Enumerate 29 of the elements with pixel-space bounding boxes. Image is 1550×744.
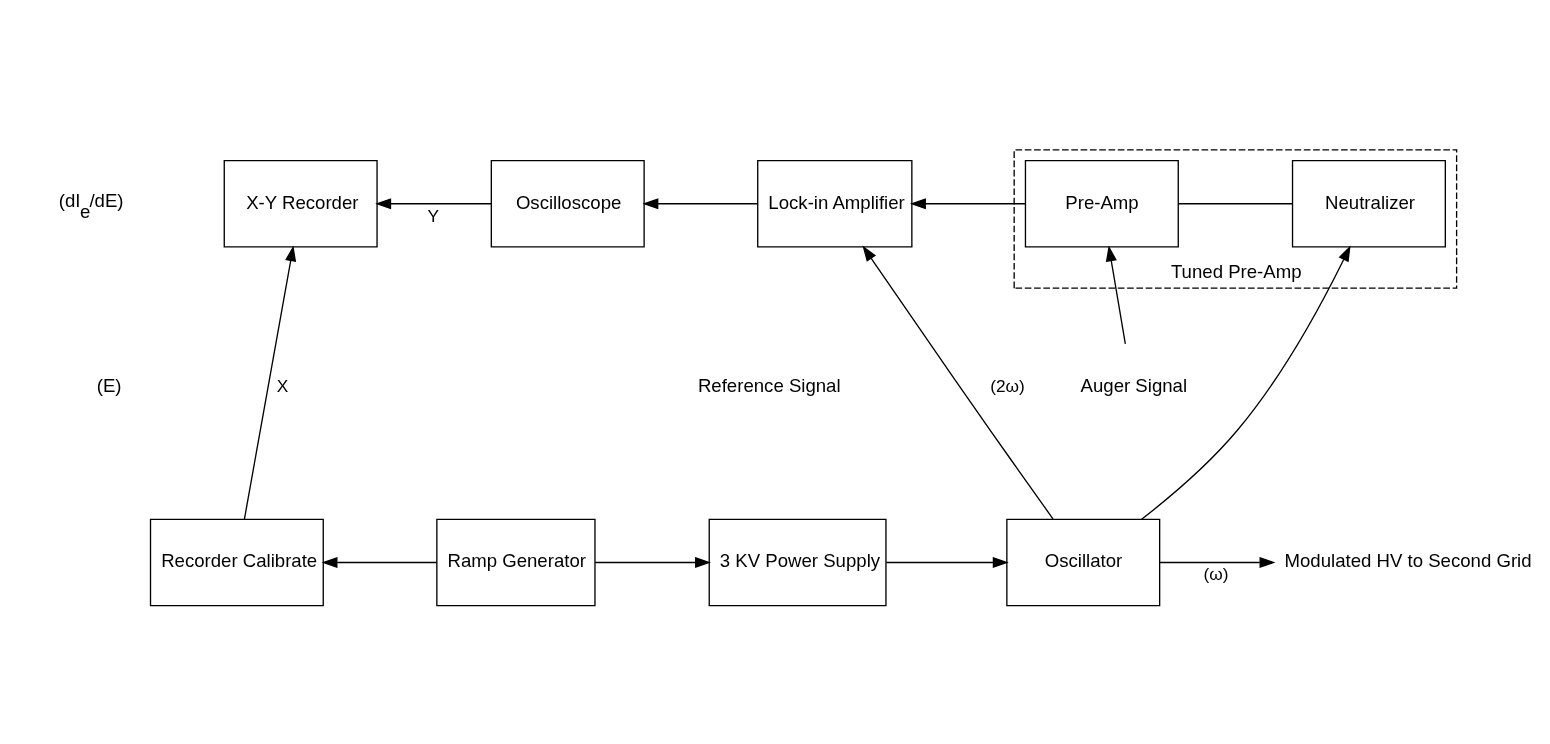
node-box: 3 KV Power Supply [708,518,887,606]
connector [1177,202,1293,204]
arrow [909,197,1026,209]
arrow [321,556,438,568]
arrow [243,244,297,520]
arrow [862,244,1054,519]
arrow [594,556,712,568]
label: (E) [96,374,122,396]
arrow [1105,244,1126,345]
node-box: Neutralizer [1291,159,1446,248]
node-box: Lock-in Amplifier [757,159,913,248]
arrow [885,556,1009,568]
edge-label: X [276,375,289,396]
arrow [1140,244,1351,520]
edge-label: Y [427,205,440,226]
arrow [375,197,492,209]
node-box: Oscilloscope [490,159,645,248]
arrow [1159,556,1276,568]
arrow [642,197,759,209]
node-box: Recorder Calibrate [149,518,324,606]
node-text: Modulated HV to Second Grid [1284,549,1532,571]
node-box: Ramp Generator [436,518,596,606]
edge-label: (ω) [1203,563,1229,584]
label: Reference Signal [697,374,841,396]
node-box: X-Y Recorder [223,159,378,248]
edge-label: (2ω) [990,375,1025,396]
node-box: Pre-Amp [1024,159,1179,248]
node-box: Oscillator [1006,518,1161,606]
node-text: Auger Signal [1080,374,1188,396]
